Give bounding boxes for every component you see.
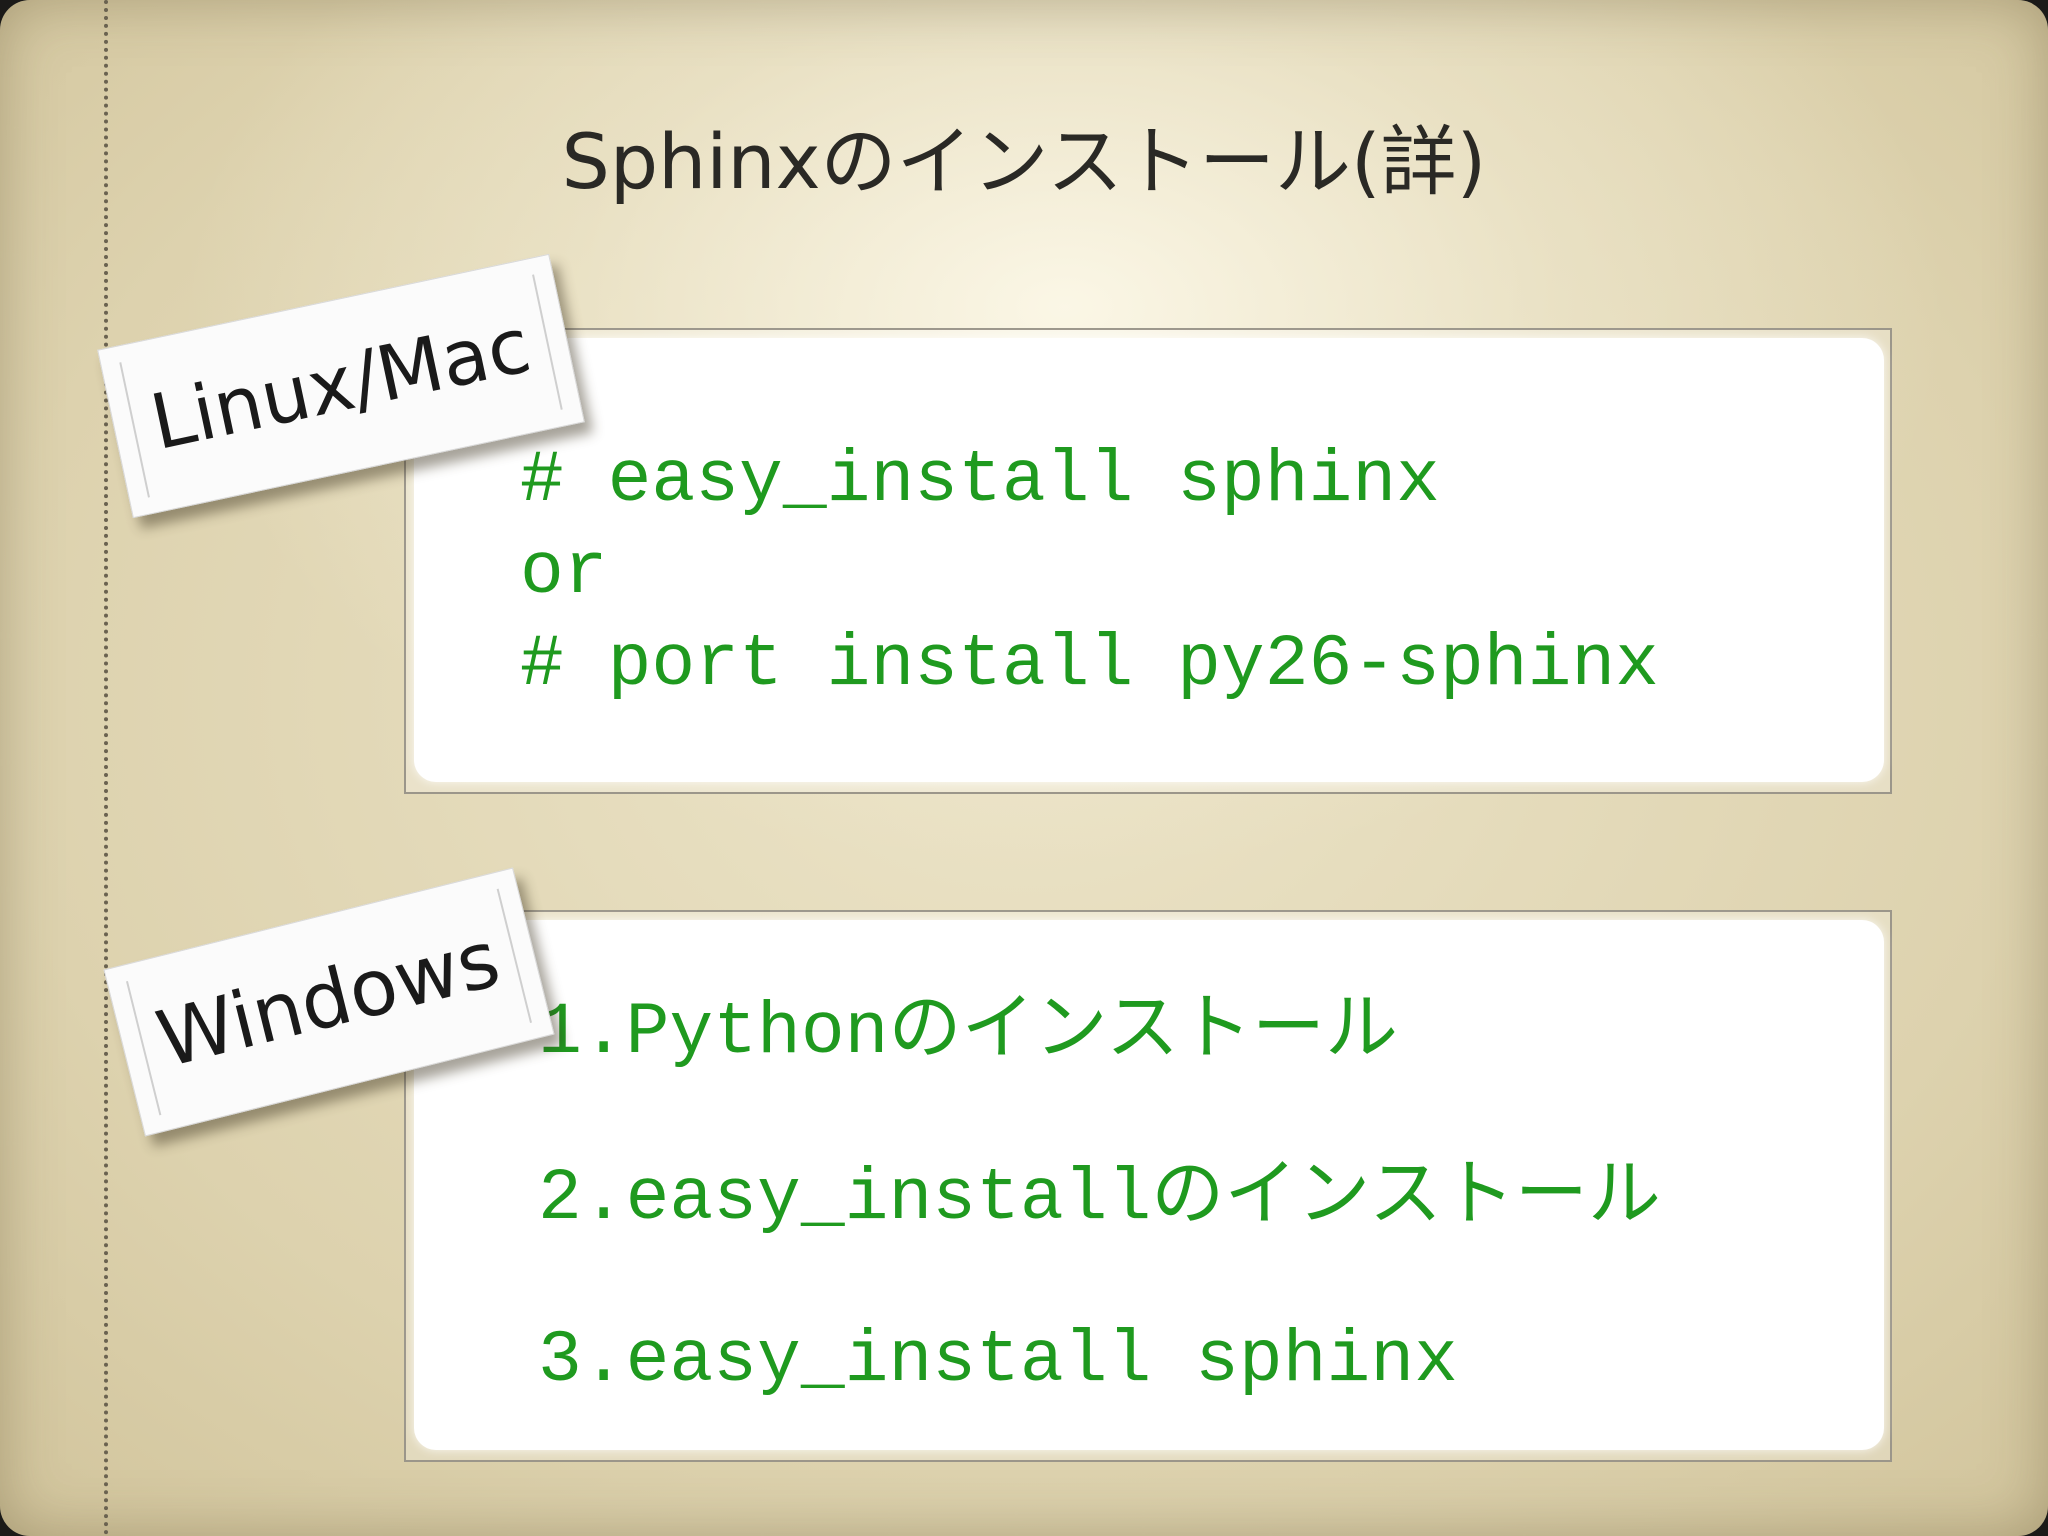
- perforation-line: [104, 0, 108, 1536]
- windows-step-2: 2.easy_installのインストール: [538, 1157, 1661, 1240]
- code-line-port-install: # port install py26-sphinx: [520, 623, 1659, 706]
- windows-step-1: 1.Pythonのインストール: [538, 991, 1398, 1074]
- windows-step-3: 3.easy_install sphinx: [538, 1319, 1458, 1402]
- slide-title: Sphinxのインストール(詳): [561, 117, 1487, 206]
- linux-mac-code-panel: # easy_install sphinx or # port install …: [414, 338, 1884, 782]
- code-line-easy-install: # easy_install sphinx: [520, 439, 1440, 522]
- windows-steps-panel: 1.Pythonのインストール 2.easy_installのインストール 3.…: [414, 920, 1884, 1450]
- code-line-or: or: [520, 531, 608, 614]
